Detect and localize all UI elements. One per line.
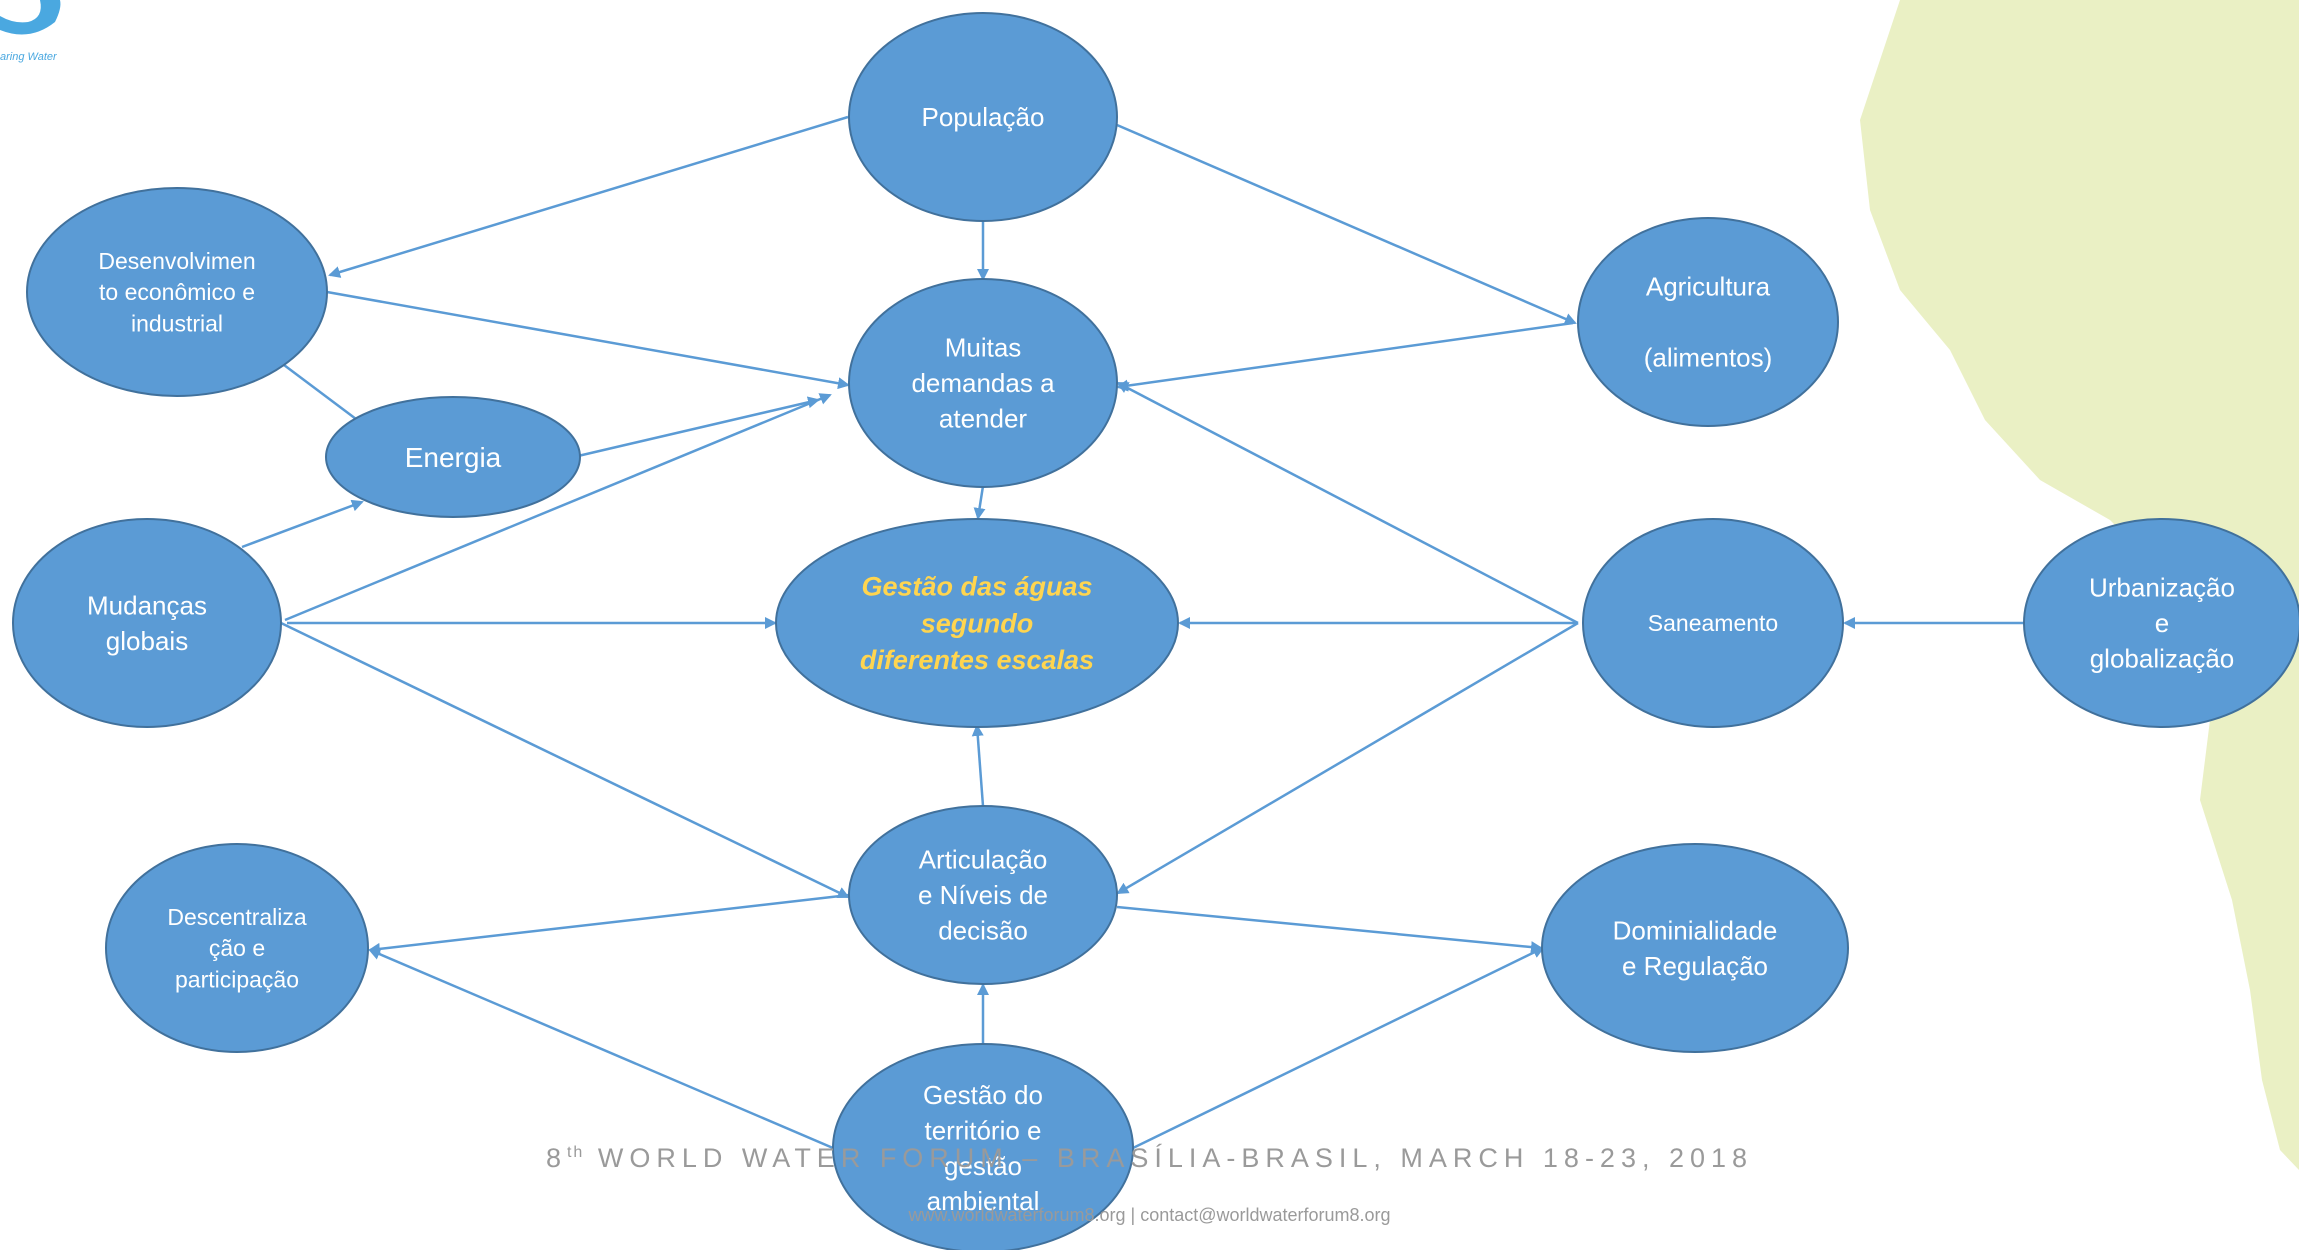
diagram-arrow <box>1116 123 1577 325</box>
footer-title: 8th WORLD WATER FORUM – BRASÍLIA-BRASIL,… <box>545 1143 1754 1173</box>
diagram-arrow <box>241 499 364 549</box>
node-ellipse <box>105 843 369 1053</box>
node-gestao-territorio: Gestão do território e gestão ambiental <box>832 1043 1134 1250</box>
node-label: Gestão das águas <box>861 572 1092 602</box>
node-label: ção e <box>209 935 265 961</box>
node-ellipse <box>26 187 328 397</box>
americas-map-shape <box>1860 0 2299 1170</box>
node-label: industrial <box>131 310 223 336</box>
node-label: População <box>922 102 1045 132</box>
node-ellipse <box>848 805 1118 985</box>
node-label: e Níveis de <box>918 880 1048 910</box>
diagram-arrow <box>971 724 985 807</box>
node-label: Dominialidade <box>1613 915 1778 945</box>
node-ellipse <box>1541 843 1849 1053</box>
node-label: gestão <box>944 1151 1022 1181</box>
diagram-arrow <box>326 290 850 390</box>
node-label: Articulação <box>919 845 1048 875</box>
node-energia: Energia <box>325 396 581 518</box>
node-label: decisão <box>938 915 1028 945</box>
diagram-arrow <box>280 621 850 899</box>
diagram-arrow <box>284 393 832 622</box>
diagram-arrow <box>1116 381 1579 625</box>
node-label: Muitas <box>945 333 1022 363</box>
node-ellipse <box>848 12 1118 222</box>
node-populacao: População <box>848 12 1118 222</box>
node-gestao-aguas: Gestão das águas segundo diferentes escala… <box>775 518 1179 728</box>
node-label: Saneamento <box>1648 610 1778 636</box>
node-label: participação <box>175 966 299 992</box>
diagram-arrow <box>1116 321 1574 392</box>
node-label: Energia <box>405 442 502 473</box>
diagram-arrow <box>368 948 834 1150</box>
node-label: atender <box>939 403 1028 433</box>
node-ellipse <box>1577 217 1839 427</box>
node-label: Mudanças <box>87 590 207 620</box>
node-label: Gestão do <box>923 1080 1043 1110</box>
node-ellipse <box>848 278 1118 488</box>
node-ellipse <box>1582 518 1844 728</box>
diagram-arrow <box>328 115 849 278</box>
diagram-arrow <box>1116 621 1579 895</box>
diagram-edges <box>241 115 2026 1150</box>
node-label: Desenvolvimen <box>98 248 255 274</box>
node-ellipse <box>325 396 581 518</box>
node-label: ambiental <box>927 1186 1040 1216</box>
node-mudancas: Mudanças globais <box>12 518 282 728</box>
node-saneamento: Saneamento <box>1582 518 1844 728</box>
node-articulacao: Articulação e Níveis de decisão <box>848 805 1118 985</box>
node-label: to econômico e <box>99 279 255 305</box>
diagram-arrow <box>577 396 820 458</box>
node-label: e Regulação <box>1622 951 1768 981</box>
diagram-arrow <box>973 485 986 520</box>
node-ellipse <box>12 518 282 728</box>
node-label: globais <box>106 626 188 656</box>
node-label: diferentes escalas <box>860 645 1094 675</box>
node-label: Agricultura <box>1646 272 1771 302</box>
node-urbanizacao: Urbanização e globalização <box>2023 518 2299 728</box>
node-label: Descentraliza <box>167 904 307 930</box>
forum-logo <box>0 0 61 35</box>
node-agricultura: Agricultura (alimentos) <box>1577 217 1839 427</box>
node-label: e <box>2155 608 2169 638</box>
node-dominialidade: Dominialidade e Regulação <box>1541 843 1849 1053</box>
node-ellipse <box>775 518 1179 728</box>
node-desenvolvimento: Desenvolvimen to econômico e industrial <box>26 187 328 397</box>
node-ellipse <box>2023 518 2299 728</box>
diagram-arrow <box>1116 905 1543 954</box>
node-label: segundo <box>921 608 1034 638</box>
diagram-arrow <box>368 893 850 955</box>
node-label: (alimentos) <box>1644 342 1773 372</box>
diagram-arrow <box>279 361 357 420</box>
node-muitas: Muitas demandas a atender <box>848 278 1118 488</box>
node-label: território e <box>924 1115 1041 1145</box>
diagram-arrow <box>1132 946 1545 1150</box>
node-descentralizacao: Descentraliza ção e participação <box>105 843 369 1053</box>
node-ellipse <box>832 1043 1134 1250</box>
node-label: globalização <box>2090 643 2235 673</box>
node-label: Urbanização <box>2089 573 2235 603</box>
footer-links: www.worldwaterforum8.org | contact@world… <box>908 1205 1391 1225</box>
node-label: demandas a <box>911 368 1055 398</box>
logo-caption: aring Water <box>0 51 57 63</box>
